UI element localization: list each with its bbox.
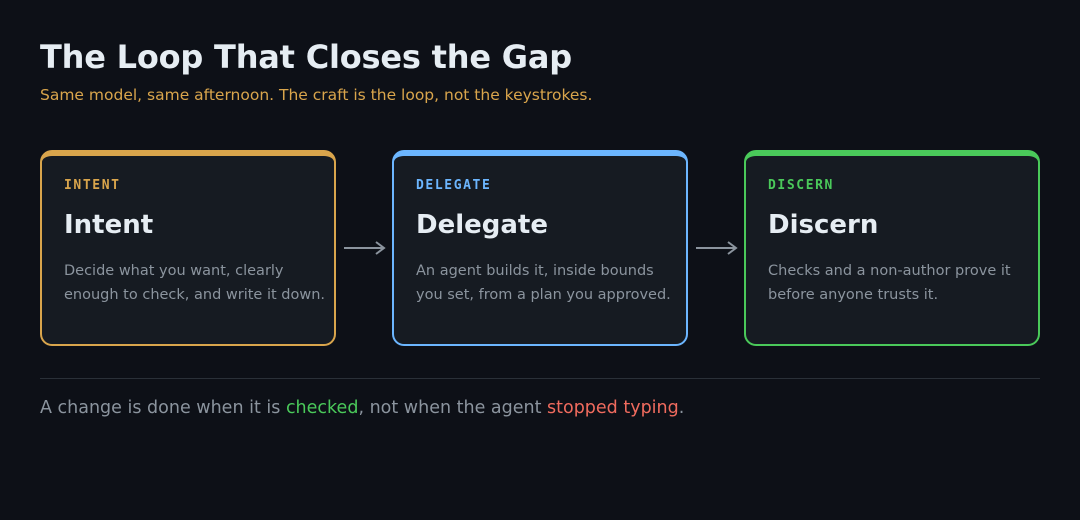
card-tag: DELEGATE (416, 178, 492, 193)
arrow-right-icon (696, 241, 738, 255)
card-discern: DISCERN Discern Checks and a non-author … (744, 150, 1040, 346)
tagline-highlight-checked: checked (285, 398, 359, 418)
card-title: Intent (64, 210, 154, 240)
card-description: Decide what you want, clearly enough to … (64, 263, 326, 303)
tagline-text: A change is done when it is (40, 398, 286, 418)
card-tag: DISCERN (768, 178, 834, 193)
card-delegate: DELEGATE Delegate An agent builds it, in… (392, 150, 688, 346)
page-subtitle: Same model, same afternoon. The craft is… (40, 86, 593, 104)
card-title: Delegate (416, 210, 548, 240)
tagline-text: , not when the agent (358, 398, 548, 418)
tagline-text: . (678, 398, 685, 418)
tagline-highlight-stopped-typing: stopped typing (547, 398, 679, 418)
page-title: The Loop That Closes the Gap (40, 38, 572, 76)
footer-tagline: A change is done when it is checked, not… (40, 398, 684, 418)
card-title: Discern (768, 210, 879, 240)
divider (40, 378, 1040, 379)
card-intent: INTENT Intent Decide what you want, clea… (40, 150, 336, 346)
arrow-right-icon (344, 241, 386, 255)
card-description: An agent builds it, inside bounds you se… (416, 263, 671, 303)
card-tag: INTENT (64, 178, 121, 193)
card-description: Checks and a non-author prove it before … (768, 263, 1011, 303)
